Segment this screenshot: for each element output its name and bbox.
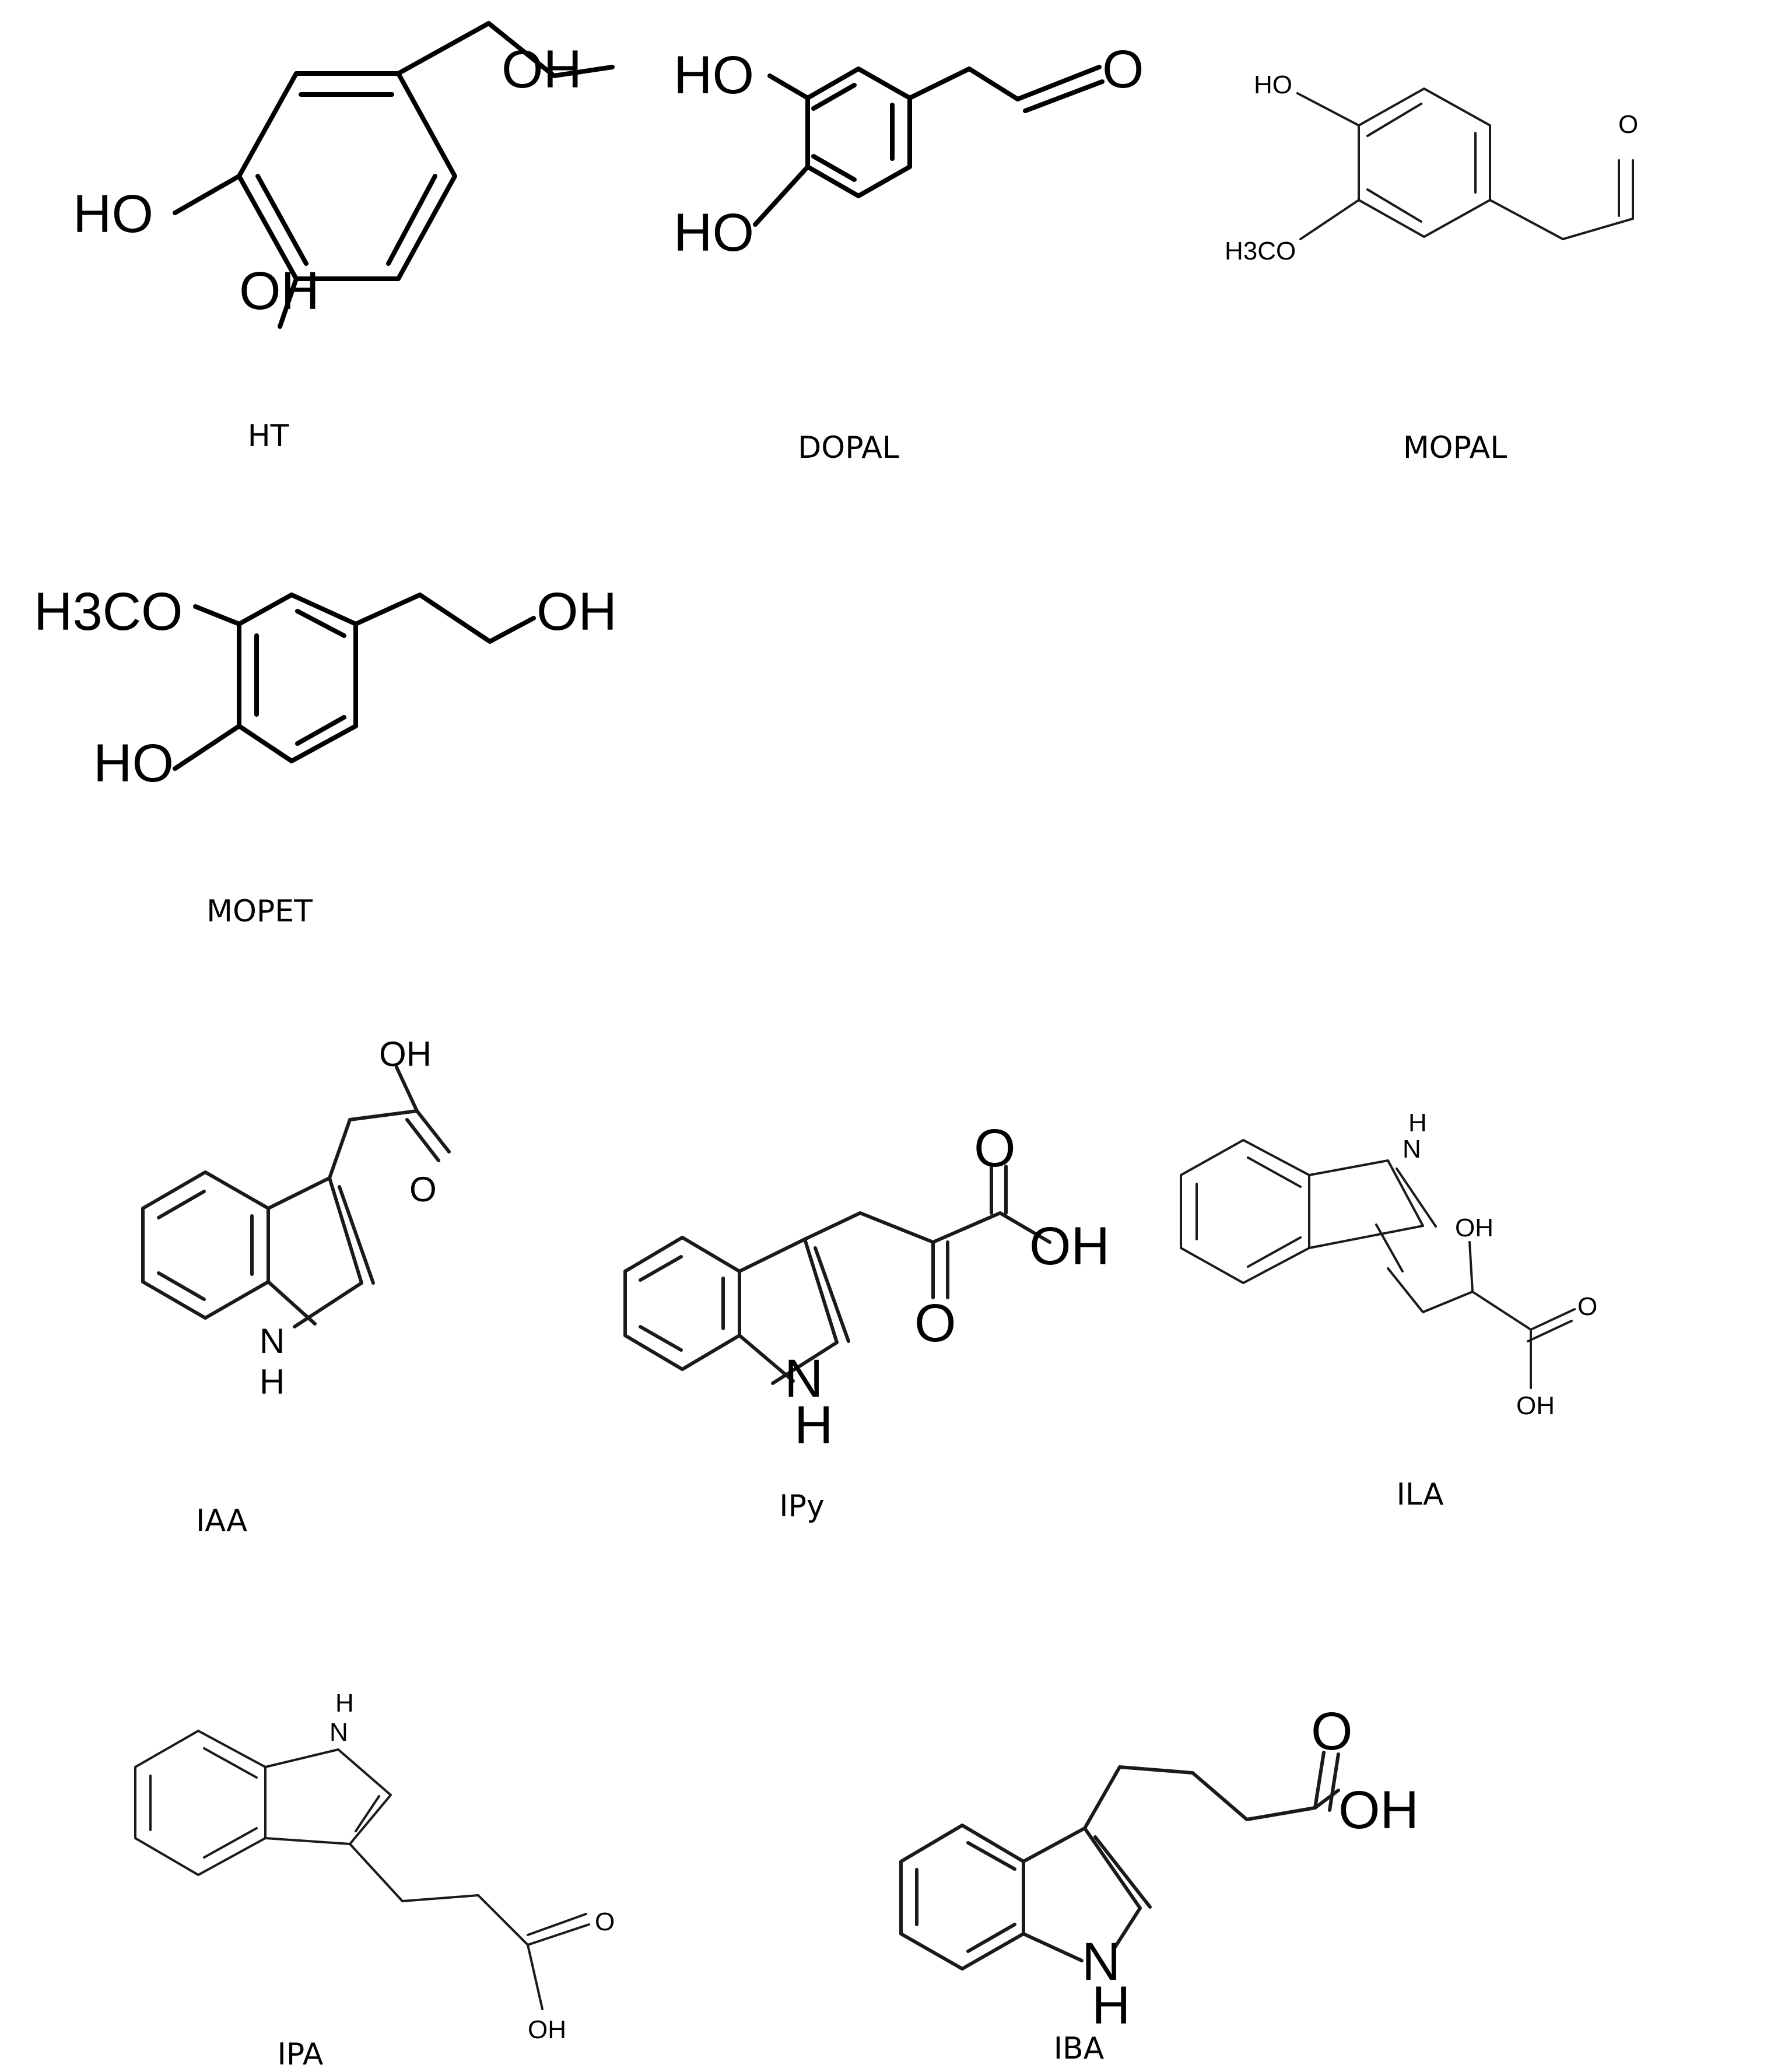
- structure-ht: OH HO OH HT: [73, 21, 615, 454]
- mopal-name: MOPAL: [1403, 430, 1507, 465]
- ipa-o-label: O: [595, 1908, 615, 1936]
- ila-n-label: N: [1403, 1135, 1421, 1163]
- ila-name: ILA: [1396, 1477, 1444, 1512]
- structure-iba: O OH N H IBA: [899, 1702, 1419, 2066]
- ipa-name: IPA: [278, 2037, 324, 2072]
- mopal-o-label: O: [1618, 110, 1638, 139]
- ipy-o-mid-label: O: [914, 1293, 956, 1353]
- dopal-ho-bottom-label: HO: [674, 203, 754, 262]
- iba-oh-label: OH: [1338, 1780, 1419, 1840]
- ila-oh-side-label: OH: [1455, 1214, 1493, 1242]
- iaa-oh-label: OH: [379, 1035, 432, 1074]
- ipy-name: IPy: [779, 1489, 824, 1524]
- ipa-n-label: N: [329, 1718, 348, 1747]
- iba-name: IBA: [1054, 2031, 1105, 2066]
- dopal-ho-top-label: HO: [674, 45, 754, 105]
- ipy-oh-label: OH: [1029, 1216, 1110, 1276]
- structure-iaa: OH O N H IAA: [141, 1035, 451, 1538]
- ipa-oh-label: OH: [528, 2015, 566, 2044]
- ila-oh-bottom-label: OH: [1516, 1391, 1555, 1420]
- iba-n-label: N: [1082, 1932, 1120, 1992]
- mopet-h3co-label: H3CO: [34, 582, 183, 641]
- structure-ipa: H N O OH IPA: [134, 1689, 615, 2072]
- mopal-ho-label: HO: [1254, 71, 1292, 99]
- structure-ila: H N OH O OH ILA: [1180, 1109, 1597, 1512]
- iaa-o-label: O: [409, 1170, 437, 1209]
- mopet-ho-label: HO: [93, 734, 174, 793]
- ipy-n-label: N: [784, 1349, 823, 1408]
- iba-o-label: O: [1311, 1702, 1353, 1761]
- structure-dopal: HO HO O DOPAL: [674, 40, 1144, 465]
- ila-o-label: O: [1577, 1292, 1597, 1321]
- iaa-n-label: N: [260, 1321, 285, 1361]
- dopal-o-label: O: [1102, 40, 1144, 99]
- mopet-name: MOPET: [206, 894, 313, 929]
- ila-h-label: H: [1408, 1109, 1427, 1137]
- structure-mopet: H3CO HO OH MOPET: [34, 582, 617, 929]
- ht-ho-left-label: HO: [73, 184, 153, 244]
- mopal-h3co-label: H3CO: [1225, 237, 1296, 265]
- dopal-name: DOPAL: [798, 430, 899, 465]
- iaa-name: IAA: [196, 1503, 247, 1538]
- iaa-h-label: H: [260, 1362, 285, 1401]
- ht-oh-top-label: OH: [502, 40, 582, 99]
- structure-ipy: O OH O N H IPy: [623, 1119, 1110, 1524]
- structure-mopal: HO H3CO O MOPAL: [1225, 71, 1638, 465]
- ipy-o-top-label: O: [974, 1119, 1016, 1178]
- iba-h-label: H: [1092, 1976, 1130, 2035]
- ipa-h-label: H: [335, 1689, 354, 1717]
- ipy-h-label: H: [794, 1396, 833, 1455]
- ht-oh-bottom-label: OH: [239, 261, 320, 321]
- mopet-oh-label: OH: [537, 582, 617, 641]
- ht-name: HT: [248, 419, 289, 454]
